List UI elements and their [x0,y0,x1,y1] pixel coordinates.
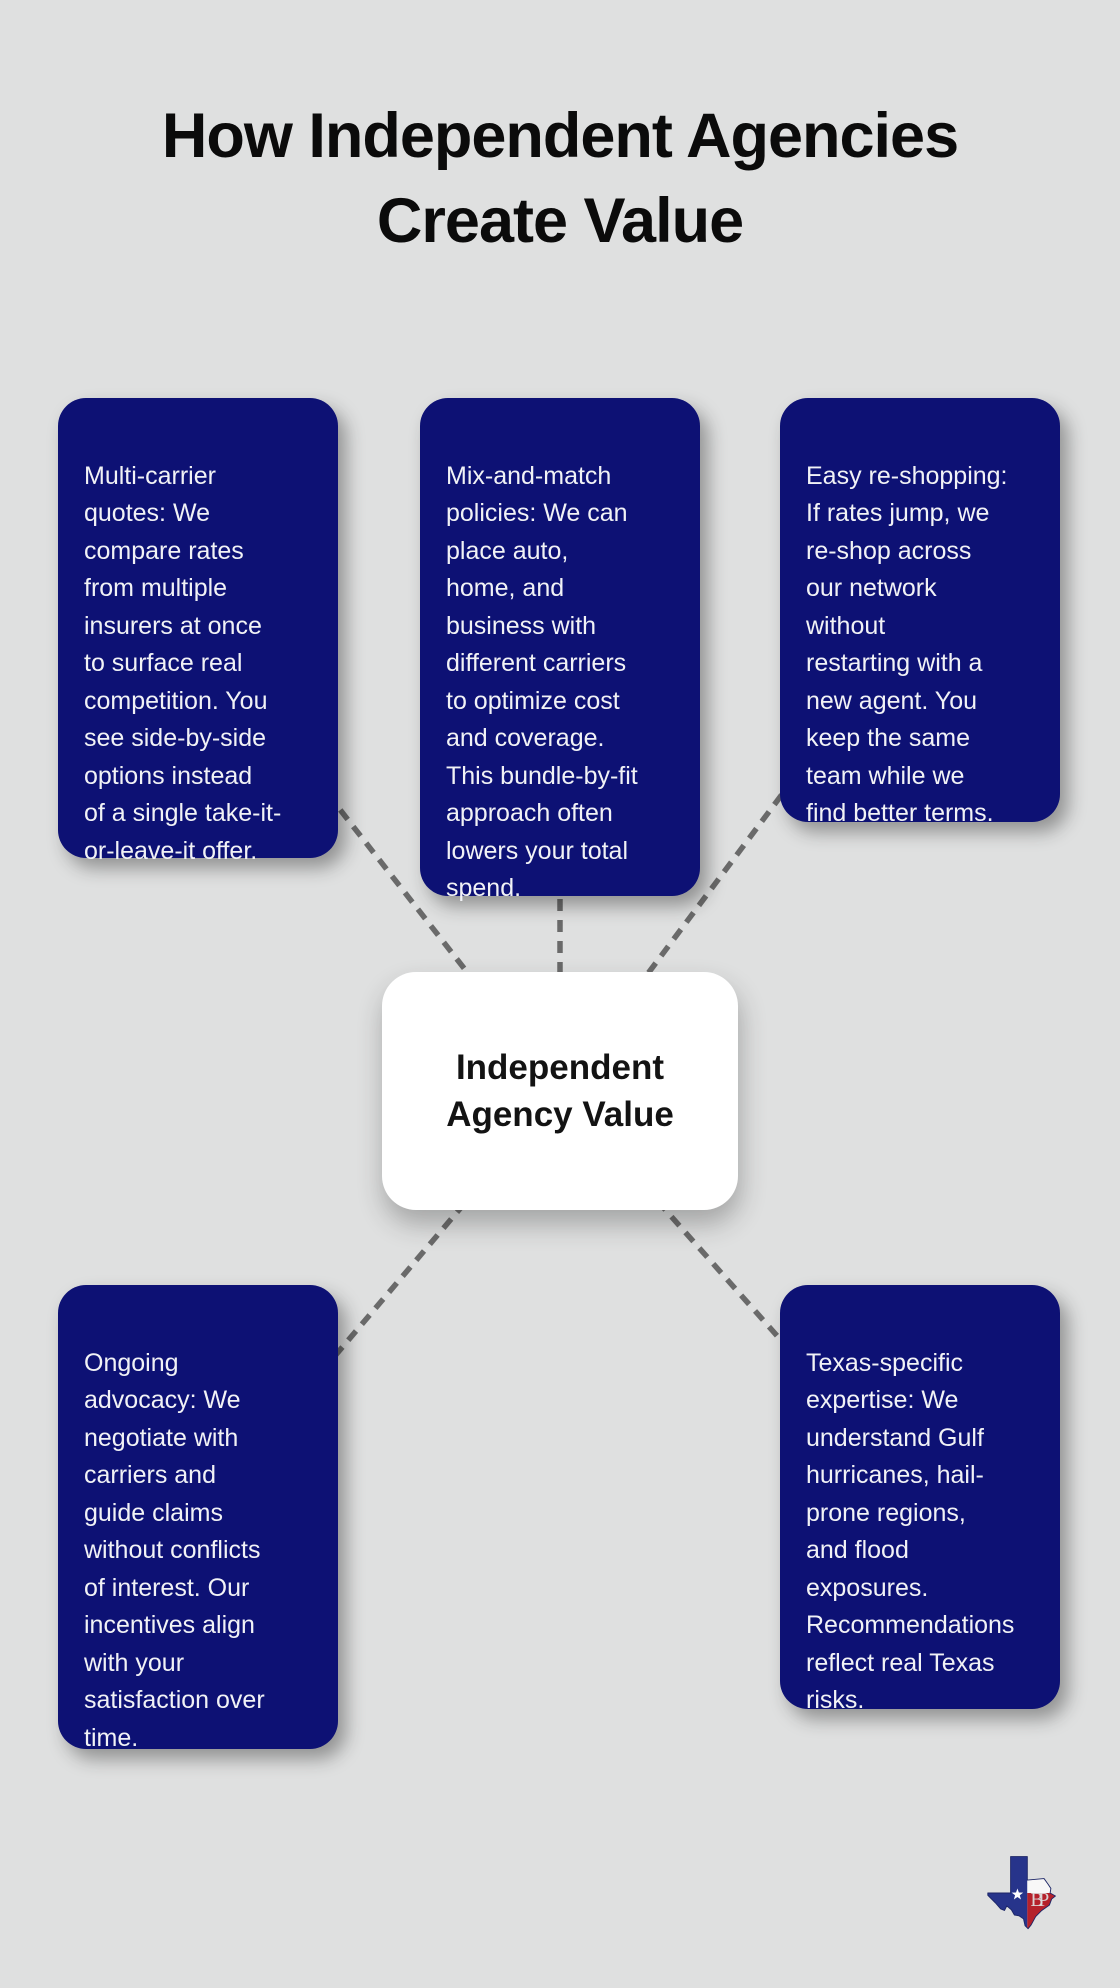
center-node: Independent Agency Value [382,972,738,1210]
value-node-mix-and-match-policies: Mix-and-match policies: We can place aut… [420,398,700,902]
value-node-multi-carrier-quotes: Multi-carrier quotes: We compare rates f… [58,398,338,865]
value-node-ongoing-advocacy: Ongoing advocacy: We negotiate with carr… [58,1285,338,1752]
value-node-text: Ongoing advocacy: We negotiate with carr… [84,1348,265,1752]
value-node-texas-specific-expertise: Texas-specific expertise: We understand … [780,1285,1060,1714]
value-node-text: Mix-and-match policies: We can place aut… [446,461,638,903]
texas-flag-logo: BP [987,1856,1056,1930]
center-node-label: Independent Agency Value [446,1048,674,1134]
value-node-text: Multi-carrier quotes: We compare rates f… [84,461,282,865]
connector-line-top-right [557,608,923,1093]
page-title: How Independent Agencies Create Value [161,101,959,256]
value-node-easy-re-shopping: Easy re-shopping: If rates jump, we re-s… [780,398,1060,827]
texas-white-stripe [1027,1856,1056,1893]
value-node-text: Texas-specific expertise: We understand … [806,1348,1015,1715]
star-icon [1011,1888,1024,1900]
value-node-text: Easy re-shopping: If rates jump, we re-s… [806,461,1008,828]
texas-outline [987,1856,1056,1930]
